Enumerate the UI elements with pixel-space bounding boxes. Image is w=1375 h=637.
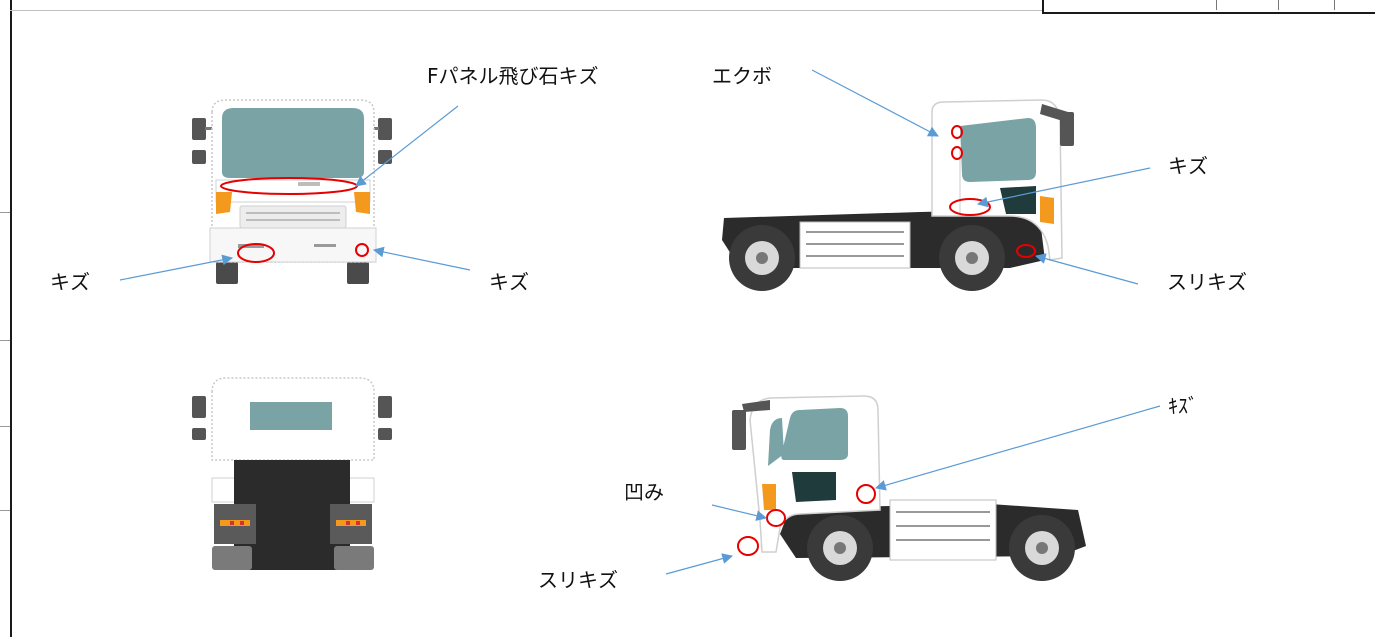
- marker-right-side-kizu: [949, 198, 991, 216]
- front-left-lamp: [216, 192, 232, 214]
- arrow-left-side-hekomi: [711, 504, 768, 521]
- right-mirror: [378, 118, 392, 140]
- arrow-left-side-kizu: [874, 405, 1161, 491]
- truck-right-side-view: [722, 99, 1074, 291]
- rear-left-tires: [212, 546, 252, 570]
- rear-right-tires: [334, 546, 374, 570]
- rear-right-lamp: [336, 520, 366, 526]
- marker-right-side-surikizu: [1016, 244, 1036, 258]
- right-side-window: [960, 118, 1036, 182]
- left-side-fuel-tank: [889, 499, 997, 561]
- label-left-side-hekomi: 凹み: [624, 480, 664, 504]
- label-front-left-kizu: キズ: [50, 270, 90, 294]
- mirror-arm: [371, 127, 379, 130]
- front-windshield: [222, 108, 364, 178]
- callout-arrows: [119, 69, 1161, 575]
- arrow-front-right: [372, 246, 471, 271]
- left-side-mirror-arm: [742, 400, 770, 412]
- bumper-vent: [314, 244, 336, 247]
- rear-left-mirror-lower: [192, 428, 206, 440]
- rear-right-mirror-lower: [378, 428, 392, 440]
- marker-left-side-kizu: [856, 484, 876, 504]
- left-side-lamp: [762, 484, 776, 510]
- label-left-side-surikizu: スリキズ: [538, 568, 618, 592]
- right-side-mirror-arm: [1040, 104, 1068, 122]
- arrow-right-side-kizu: [976, 167, 1151, 208]
- arrow-right-side-surikizu: [1034, 253, 1139, 285]
- truck-rear-view: [192, 377, 392, 570]
- arrow-ekubo: [811, 69, 939, 137]
- right-side-lower-window: [1000, 186, 1036, 214]
- front-right-tire: [347, 262, 369, 284]
- left-side-lower-window: [792, 472, 836, 502]
- marker-ekubo-lower: [951, 146, 963, 160]
- corner-cell-divider: [1334, 0, 1335, 10]
- marker-ekubo-upper: [951, 125, 963, 139]
- right-mirror-lower: [378, 150, 392, 164]
- page-left-border: [0, 0, 12, 637]
- bumper-vent: [238, 244, 264, 248]
- border-tick: [0, 340, 10, 341]
- corner-cell: [1042, 0, 1375, 14]
- right-side-lamp: [1040, 196, 1054, 224]
- front-panel: [215, 179, 371, 203]
- rear-right-mirror: [378, 396, 392, 418]
- arrow-front-left: [119, 254, 234, 281]
- front-left-tire: [216, 262, 238, 284]
- label-front-panel-damage: Fパネル飛び石キズ: [427, 64, 599, 88]
- label-right-side-surikizu: スリキズ: [1167, 270, 1247, 294]
- front-bumper: [209, 227, 377, 263]
- marker-front-right: [355, 243, 369, 257]
- label-right-side-kizu: キズ: [1168, 154, 1208, 178]
- front-right-lamp: [354, 192, 370, 214]
- front-grille: [239, 205, 347, 229]
- mirror-arm: [205, 127, 213, 130]
- label-front-right-kizu: キズ: [489, 270, 529, 294]
- label-left-side-kizu: ｷｽﾞ: [1168, 394, 1198, 418]
- marker-left-side-surikizu: [737, 536, 759, 556]
- left-side-window: [781, 408, 848, 460]
- left-side-mirror: [732, 410, 746, 450]
- border-tick: [0, 212, 10, 213]
- left-mirror: [192, 118, 206, 140]
- label-ekubo: エクボ: [712, 64, 772, 88]
- marker-front-left: [237, 243, 275, 263]
- corner-cell-divider: [1216, 0, 1217, 10]
- corner-cell-divider: [1278, 0, 1279, 10]
- rear-left-mirror: [192, 396, 206, 418]
- page-top-rule: [10, 10, 1375, 11]
- border-tick: [0, 510, 10, 511]
- arrow-front-panel: [355, 105, 459, 187]
- left-mirror-lower: [192, 150, 206, 164]
- left-side-windshield: [768, 418, 784, 466]
- arrow-left-side-surikizu: [665, 553, 734, 575]
- rear-left-lamp: [220, 520, 250, 526]
- border-tick: [0, 426, 10, 427]
- front-emblem: [298, 182, 320, 186]
- truck-front-view: [192, 99, 392, 284]
- rear-window: [250, 402, 332, 430]
- truck-left-side-view: [732, 395, 1086, 581]
